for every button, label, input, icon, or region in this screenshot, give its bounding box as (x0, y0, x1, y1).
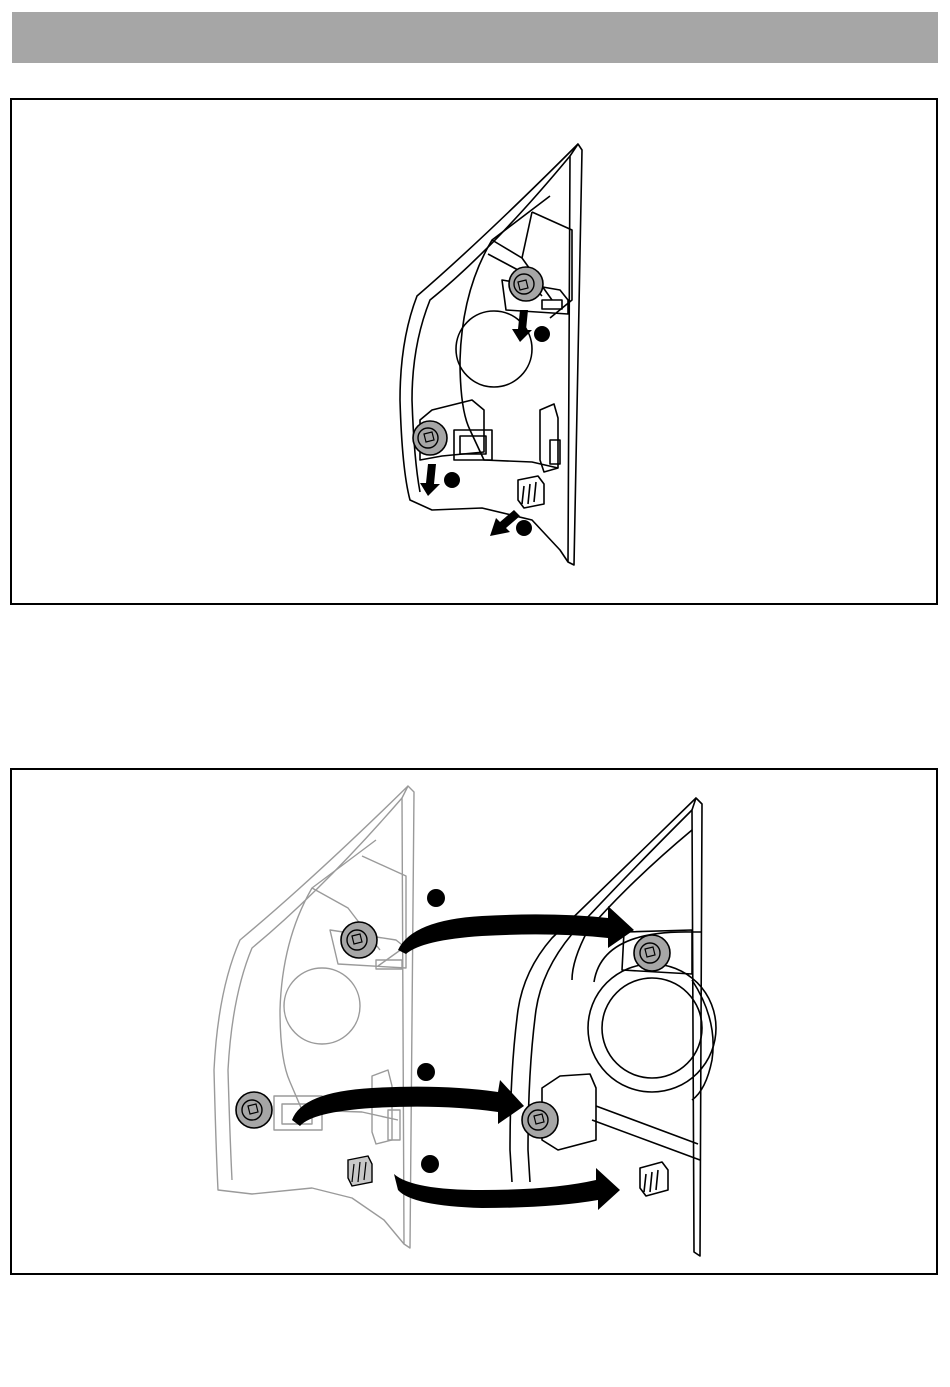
section-title (12, 12, 938, 40)
step-marker-2 (417, 1063, 435, 1081)
transfer-arrow-bottom (394, 1168, 620, 1210)
step-marker-3 (421, 1155, 439, 1173)
remove-sockets-illustration (12, 100, 936, 603)
new-reflector-inner (602, 978, 702, 1078)
lamp-housing-outline (568, 144, 582, 565)
transfer-sockets-illustration (12, 770, 936, 1273)
figure-transfer-sockets (10, 768, 938, 1275)
step-marker-3 (516, 520, 532, 536)
old-lamp-housing (214, 786, 414, 1248)
new-reflector-outer (588, 964, 716, 1092)
step-marker-1 (427, 889, 445, 907)
old-lower-socket (236, 1092, 272, 1128)
new-upper-socket (634, 935, 670, 971)
transfer-arrow-lower (292, 1080, 524, 1126)
lower-bulb-socket (413, 421, 447, 455)
upper-clip (542, 300, 562, 309)
old-upper-socket (341, 922, 377, 958)
figure-remove-sockets (10, 98, 938, 605)
transfer-arrow-upper (398, 906, 634, 954)
down-arrow-lower (420, 464, 440, 496)
old-bottom-clip (348, 1156, 372, 1186)
step-marker-1 (534, 326, 550, 342)
section-header-bar (12, 12, 938, 63)
new-lower-socket (522, 1102, 558, 1138)
down-arrow-upper (512, 310, 532, 342)
upper-bulb-socket (509, 267, 543, 301)
step-marker-2 (444, 472, 460, 488)
